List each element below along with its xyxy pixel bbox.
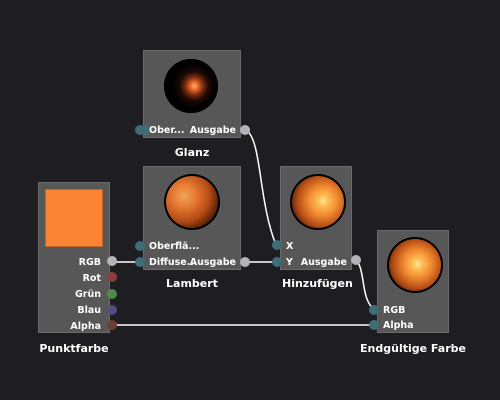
lambert-output-port[interactable] xyxy=(240,257,250,267)
hinzufuegen-input-label-y: Y xyxy=(286,257,293,268)
punktfarbe-output-label-alpha: Alpha xyxy=(70,321,101,332)
punktfarbe-output-port-blau[interactable] xyxy=(107,305,117,315)
hinzufuegen-output-port[interactable] xyxy=(351,255,361,265)
endgueltige-farbe-input-label-rgb: RGB xyxy=(383,305,406,316)
node-glanz[interactable]: Ober... Ausgabe xyxy=(140,50,241,138)
glanz-output-label: Ausgabe xyxy=(189,125,236,136)
endgueltige-farbe-input-label-alpha: Alpha xyxy=(383,320,414,331)
endgueltige-farbe-title: Endgültige Farbe xyxy=(360,342,466,355)
punktfarbe-color-swatch xyxy=(45,189,103,247)
lambert-title: Lambert xyxy=(166,277,218,290)
hinzufuegen-input-port-y[interactable] xyxy=(272,257,282,267)
punktfarbe-output-label-gruen: Grün xyxy=(74,289,101,300)
endgueltige-farbe-input-port-rgb[interactable] xyxy=(369,305,379,315)
hinzufuegen-preview xyxy=(290,174,346,230)
node-endgueltige-farbe[interactable]: RGB Alpha xyxy=(377,230,449,333)
punktfarbe-output-label-blau: Blau xyxy=(77,305,101,316)
node-lambert[interactable]: Oberflä... Diffuse... Ausgabe xyxy=(143,166,241,270)
hinzufuegen-input-label-x: X xyxy=(286,241,294,252)
hinzufuegen-output-label: Ausgabe xyxy=(300,257,347,268)
wire-hinzufuegen-to-final-rgb[interactable] xyxy=(355,259,376,311)
glanz-preview xyxy=(164,59,218,113)
punktfarbe-output-port-rot[interactable] xyxy=(107,272,117,282)
lambert-input-port-diffuse[interactable] xyxy=(135,257,145,267)
lambert-input-label-diffuse: Diffuse... xyxy=(149,257,198,268)
punktfarbe-output-port-alpha[interactable] xyxy=(107,320,117,330)
lambert-input-label-oberflaeche: Oberflä... xyxy=(149,241,200,252)
endgueltige-farbe-preview xyxy=(387,237,443,293)
glanz-input-label: Ober... xyxy=(149,125,185,136)
node-hinzufuegen[interactable]: X Y Ausgabe xyxy=(280,166,352,270)
glanz-title: Glanz xyxy=(174,146,210,159)
glanz-input-port[interactable] xyxy=(135,125,145,135)
lambert-preview xyxy=(164,174,220,230)
lambert-output-label: Ausgabe xyxy=(189,257,236,268)
endgueltige-farbe-input-port-alpha[interactable] xyxy=(369,320,379,330)
wire-glanz-to-hinzufuegen-x[interactable] xyxy=(245,129,277,246)
lambert-input-port-oberflaeche[interactable] xyxy=(135,241,145,251)
punktfarbe-title: Punktfarbe xyxy=(39,342,109,355)
punktfarbe-output-port-rgb[interactable] xyxy=(107,256,117,266)
glanz-input-port-oberflaeche[interactable] xyxy=(140,125,150,135)
glanz-output-port[interactable] xyxy=(240,125,250,135)
punktfarbe-output-port-gruen[interactable] xyxy=(107,289,117,299)
hinzufuegen-input-port-x[interactable] xyxy=(272,240,282,250)
punktfarbe-output-label-rot: Rot xyxy=(82,273,101,284)
node-punktfarbe[interactable]: RGB Rot Grün Blau Alpha xyxy=(38,182,110,333)
hinzufuegen-title: Hinzufügen xyxy=(282,277,353,290)
punktfarbe-output-label-rgb: RGB xyxy=(78,257,101,268)
